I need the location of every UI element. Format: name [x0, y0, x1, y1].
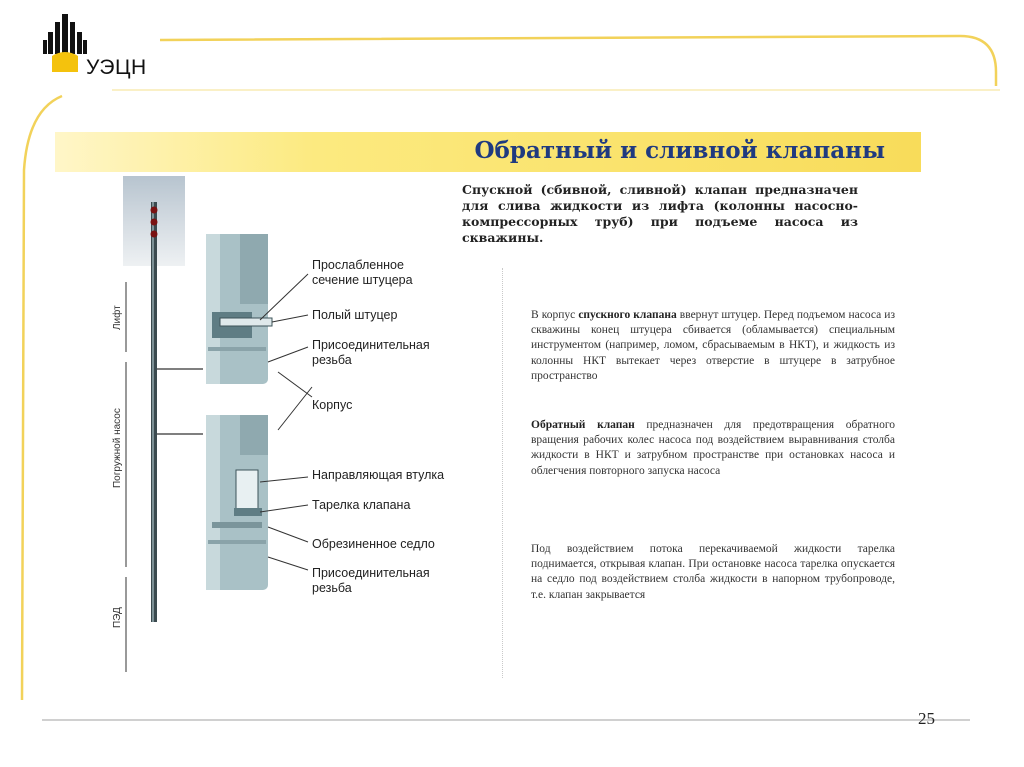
organization-name: УЭЦН [86, 56, 147, 79]
column-divider [502, 268, 503, 678]
intro-text: Спускной (сбивной, сливной) клапан предн… [462, 182, 858, 245]
callout-body: Корпус [312, 398, 353, 412]
callout-weakened-section: Прослабленное сечение штуцера [312, 258, 413, 287]
footer-divider [42, 719, 970, 721]
side-label-lift: Лифт [112, 305, 123, 330]
callout-connecting-thread-bottom: Присоединительная резьба [312, 566, 430, 595]
side-label-motor: ПЭД [112, 607, 123, 628]
callout-valve-plate: Тарелка клапана [312, 498, 411, 512]
check-valve-paragraph: Обратный клапан предназначен для предотв… [531, 419, 895, 477]
callout-guide-bushing: Направляющая втулка [312, 468, 445, 482]
page-title: Обратный и сливной клапаны [474, 137, 886, 164]
rosneft-logo-icon [43, 14, 87, 72]
operation-paragraph: Под воздействием потока перекачиваемой ж… [531, 543, 895, 601]
title-bar: Обратный и сливной клапаны [55, 132, 921, 172]
callout-connecting-thread-top: Присоединительная резьба [312, 338, 430, 367]
callout-hollow-fitting: Полый штуцер [312, 308, 398, 322]
side-label-submersible-pump: Погружной насос [112, 408, 123, 488]
page-number: 25 [918, 709, 935, 728]
check-valve-drawing [206, 415, 268, 590]
callout-rubber-seat: Обрезиненное седло [312, 537, 435, 551]
drain-valve-paragraph: В корпус спускного клапана ввернут штуце… [531, 309, 895, 382]
valve-diagram [125, 202, 313, 672]
drain-valve-drawing [206, 234, 273, 384]
